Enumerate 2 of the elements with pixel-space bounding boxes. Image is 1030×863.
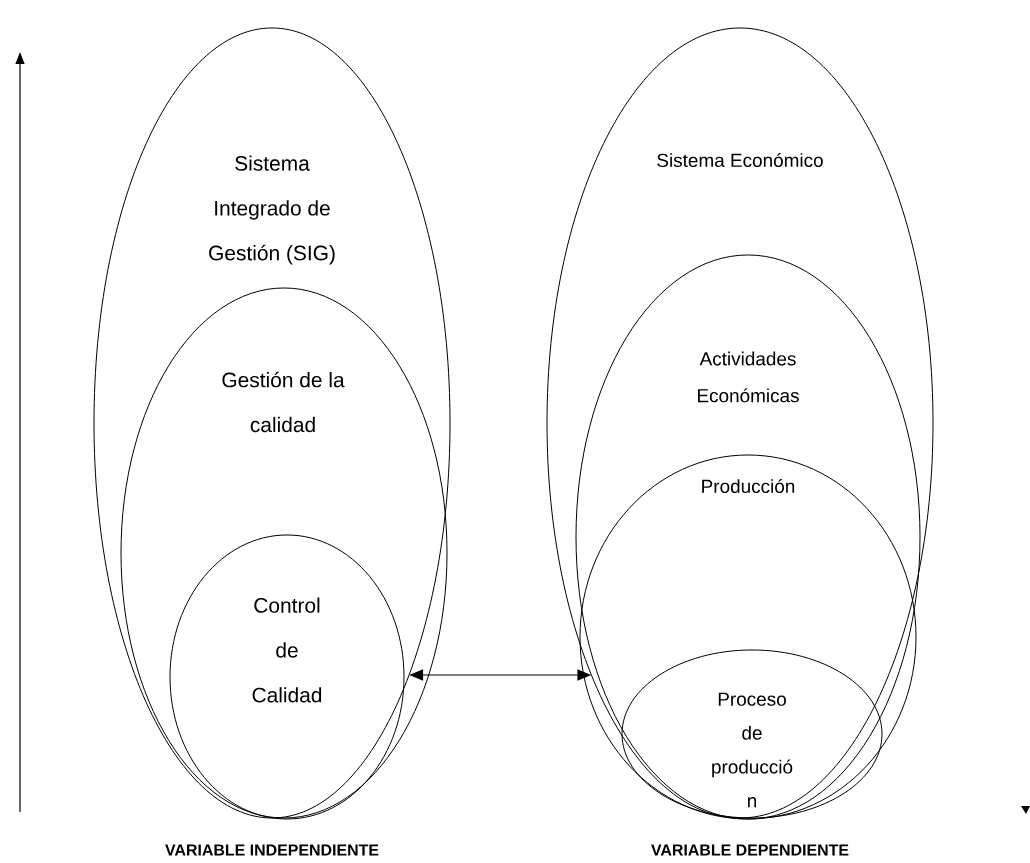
- axis-label: VARIABLE INDEPENDIENTE: [165, 844, 379, 856]
- axis-label: VARIABLE DEPENDIENTE: [651, 844, 849, 856]
